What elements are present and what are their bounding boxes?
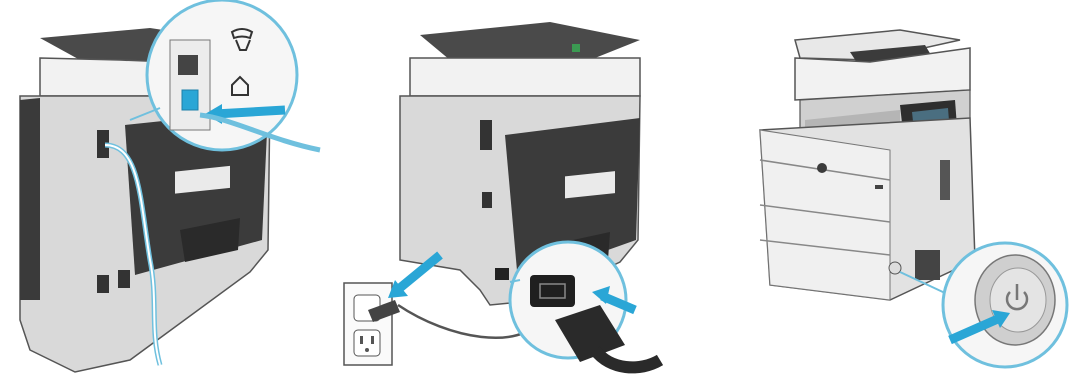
side-panel [20,98,40,300]
printer-rear-power-illustration [340,0,680,376]
printer-front-power-illustration [700,0,1070,376]
panel-press-power-button [700,0,1070,376]
power-port [495,268,509,280]
line-port [178,55,198,75]
usb-port [482,192,492,208]
arrow-icon [215,110,285,114]
rear-ports [480,120,492,150]
printer-rear-fax-illustration [0,0,345,376]
iec-cord [595,350,660,367]
side-vent [940,160,950,200]
front-face [760,130,890,300]
adf-tray [420,22,640,60]
power-port [118,270,130,288]
brand-logo [817,163,827,173]
power-socket [530,275,575,307]
rear-port-lower [97,275,109,293]
scanner-body [410,58,640,96]
usb-slot [875,185,883,189]
fax-plug [182,90,198,110]
power-button-small [889,262,901,274]
panel-connect-power-cord [340,0,680,376]
status-light [572,44,580,52]
side-vent-lower [915,250,940,280]
power-outlet-icon [344,283,392,365]
panel-connect-fax-line [0,0,345,376]
